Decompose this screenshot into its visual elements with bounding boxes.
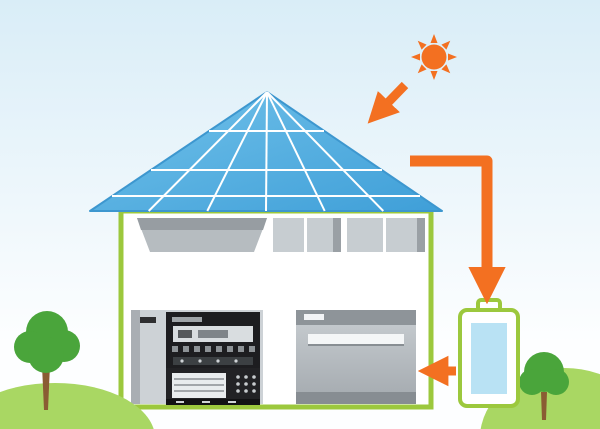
range-hood-top [137,218,267,230]
bush-left [0,383,154,429]
stack-lower-dots [180,359,238,363]
microwave-window-lines [174,378,224,392]
stack-display-segment [178,330,192,338]
tree-right-foliage [519,352,569,395]
dishwasher-top [296,310,416,325]
sun-icon [411,34,457,80]
roof-to-battery-arrow [410,155,506,305]
tree-right [519,352,569,420]
bush-right [480,368,600,429]
window-left-edge [333,218,341,252]
stack-vent [172,317,202,322]
cabinet-handle [140,317,156,323]
dishwasher-slot [308,334,404,344]
cabinet-left-edge [131,310,140,404]
sun-rays [411,34,457,80]
tree-right-trunk [541,392,547,420]
battery-cell [471,323,507,394]
stack-display-segment-2 [198,330,228,338]
energy-flow-arrows [367,81,506,387]
window-right-mullion [383,218,386,252]
dishwasher-handle [304,314,324,320]
greenery [0,311,600,429]
house [118,208,434,410]
second-floor-windows [137,218,425,252]
sun-core [421,44,447,70]
dishwasher-body [296,310,416,404]
dishwasher [296,310,416,404]
microwave-base [166,399,260,405]
sunlight-to-roof-arrow [367,81,409,124]
dishwasher-base [296,392,416,404]
roof-grid-lines [112,91,420,212]
microwave-base-dashes [176,401,236,403]
appliance-stack [166,312,260,370]
stack-buttons [172,346,255,352]
microwave-control-dots [236,375,256,393]
window-left-mullion [304,218,307,252]
tree-left [14,311,80,410]
window-right-edge [417,218,425,252]
tree-left-foliage [14,311,80,373]
dishwasher-slot-shadow [308,344,404,346]
kitchen-appliances [131,310,416,405]
microwave-oven [166,368,260,405]
stack-lower-display [173,357,253,365]
tree-left-trunk [42,365,50,410]
solar-panel-roof [89,91,443,212]
storage-battery [458,298,520,408]
